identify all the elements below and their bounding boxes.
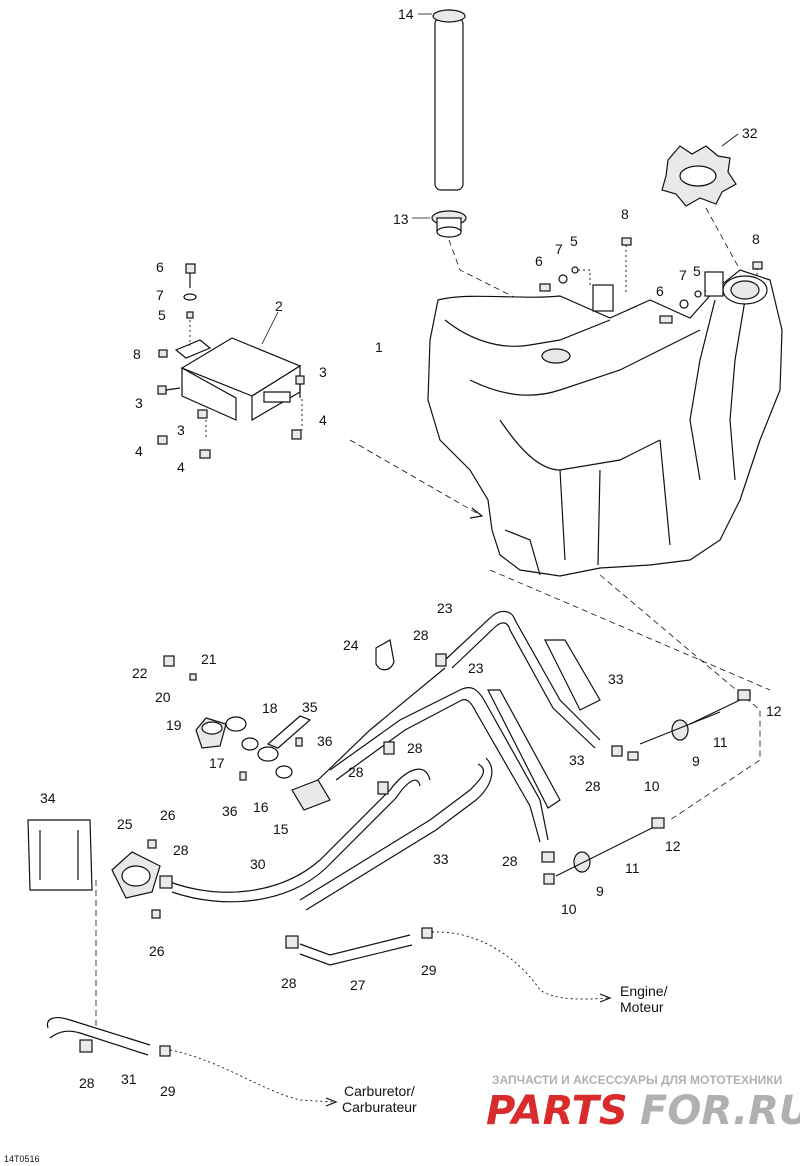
callout: 5 xyxy=(693,263,701,279)
callout: 28 xyxy=(413,627,429,643)
carburetor-label-line2: Carburateur xyxy=(342,1099,417,1115)
callout: 36 xyxy=(222,803,238,819)
part-2-bracket xyxy=(157,263,305,459)
callout: 26 xyxy=(149,943,165,959)
callout: 5 xyxy=(158,307,166,323)
callout: 15 xyxy=(273,821,289,837)
callout: 17 xyxy=(209,755,225,771)
callout: 21 xyxy=(201,651,217,667)
figure-code: 14T0516 xyxy=(4,1154,40,1164)
tank-hardware xyxy=(539,237,763,324)
callout: 32 xyxy=(742,125,758,141)
hose-33-lower xyxy=(299,757,493,911)
part-25-fuel-filter xyxy=(111,839,161,919)
callout: 7 xyxy=(156,287,164,303)
callout: 12 xyxy=(665,838,681,854)
callout: 9 xyxy=(596,883,604,899)
part-13-grommet xyxy=(412,210,467,238)
callout: 19 xyxy=(166,717,182,733)
callout: 11 xyxy=(713,734,728,750)
callout: 22 xyxy=(132,665,148,681)
callout: 28 xyxy=(173,842,189,858)
fittings-upper xyxy=(611,689,751,761)
callout: 16 xyxy=(253,799,269,815)
callout: 2 xyxy=(275,298,283,314)
callout: 3 xyxy=(177,422,185,438)
callout: 3 xyxy=(319,364,327,380)
callout: 8 xyxy=(752,231,760,247)
callout: 25 xyxy=(117,816,133,832)
callout: 6 xyxy=(156,259,164,275)
callout: 4 xyxy=(177,459,185,475)
callout: 13 xyxy=(393,211,409,227)
fittings-lower xyxy=(543,817,665,885)
callout: 28 xyxy=(502,853,518,869)
callout: 14 xyxy=(398,6,414,22)
callout: 31 xyxy=(121,1071,137,1087)
callout: 28 xyxy=(79,1075,95,1091)
callout: 8 xyxy=(621,206,629,222)
callout: 10 xyxy=(561,901,577,917)
callout: 9 xyxy=(692,753,700,769)
watermark-tagline: ЗАПЧАСТИ И АКСЕССУАРЫ ДЛЯ МОТОТЕХНИКИ xyxy=(492,1073,782,1087)
callout: 35 xyxy=(302,699,318,715)
callout: 5 xyxy=(570,233,578,249)
callout: 27 xyxy=(350,977,366,993)
hose-30 xyxy=(169,768,431,903)
part-24-clip xyxy=(375,639,395,671)
fuel-valve-group xyxy=(163,655,446,811)
callout: 3 xyxy=(135,395,143,411)
callout: 34 xyxy=(40,790,56,806)
callout: 29 xyxy=(160,1083,176,1099)
callout: 4 xyxy=(319,412,327,428)
callout: 23 xyxy=(437,600,453,616)
callout: 28 xyxy=(348,764,364,780)
callout: 18 xyxy=(262,700,278,716)
part-34-bracket xyxy=(27,819,93,891)
callout: 33 xyxy=(433,851,449,867)
callout: 6 xyxy=(656,283,664,299)
callout-labels: 14 32 13 8 6 7 5 8 6 7 5 1 6 7 5 2 8 3 3… xyxy=(40,6,782,1099)
callout: 4 xyxy=(135,443,143,459)
watermark-brand-right: FOR.RU xyxy=(640,1088,800,1134)
callout: 10 xyxy=(644,778,660,794)
callout: 29 xyxy=(421,962,437,978)
callout: 11 xyxy=(625,860,640,876)
hose-23-lower xyxy=(329,687,549,843)
callout: 23 xyxy=(468,660,484,676)
callout: 33 xyxy=(608,671,624,687)
clamps-28 xyxy=(79,653,555,1057)
hose-23-upper xyxy=(444,610,601,749)
hose-31 xyxy=(46,1017,151,1056)
callout: 6 xyxy=(535,253,543,269)
callout: 1 xyxy=(375,339,383,355)
callout: 7 xyxy=(679,267,687,283)
callout: 20 xyxy=(155,689,171,705)
hose-33-middle xyxy=(487,689,561,809)
callout: 8 xyxy=(133,346,141,362)
callout: 28 xyxy=(407,740,423,756)
callout: 28 xyxy=(585,778,601,794)
callout: 26 xyxy=(160,807,176,823)
hose-33-upper xyxy=(544,639,601,711)
callout: 33 xyxy=(569,752,585,768)
part-14-vent-tube xyxy=(418,9,466,191)
callout: 12 xyxy=(766,703,782,719)
hose-27 xyxy=(299,934,413,966)
callout: 7 xyxy=(555,241,563,257)
watermark: ЗАПЧАСТИ И АКСЕССУАРЫ ДЛЯ МОТОТЕХНИКИ PA… xyxy=(486,1073,800,1134)
callout: 36 xyxy=(317,733,333,749)
watermark-brand-left: PARTS xyxy=(486,1088,628,1134)
carburetor-label-line1: Carburetor/ xyxy=(344,1083,415,1099)
callout: 24 xyxy=(343,637,359,653)
part-1-fuel-tank xyxy=(427,269,783,577)
destination-labels: Engine/ Moteur Carburetor/ Carburateur xyxy=(342,983,668,1115)
engine-label-line2: Moteur xyxy=(620,999,664,1015)
callout: 28 xyxy=(281,975,297,991)
callout: 30 xyxy=(250,856,266,872)
part-32-fuel-cap xyxy=(661,133,741,271)
engine-label-line1: Engine/ xyxy=(620,983,668,999)
